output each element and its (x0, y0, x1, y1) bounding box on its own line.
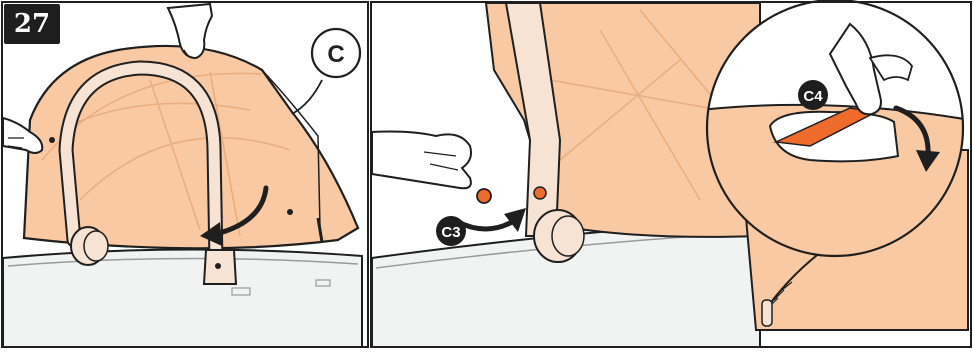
zipper-pull (762, 300, 772, 326)
left-panel (3, 4, 362, 349)
callout-c: C (312, 29, 360, 77)
step-number-badge: 27 (4, 4, 60, 44)
callout-c3-label: C3 (441, 224, 460, 241)
snap-button-c3 (477, 189, 491, 203)
callout-c-label: C (327, 41, 344, 68)
motion-arrow-right (458, 208, 526, 232)
callout-c4: C4 (798, 80, 828, 110)
hand-pressing (372, 132, 471, 189)
callout-c4-label: C4 (803, 88, 823, 105)
bassinet-basket (3, 249, 362, 349)
callout-c3: C3 (436, 216, 466, 246)
